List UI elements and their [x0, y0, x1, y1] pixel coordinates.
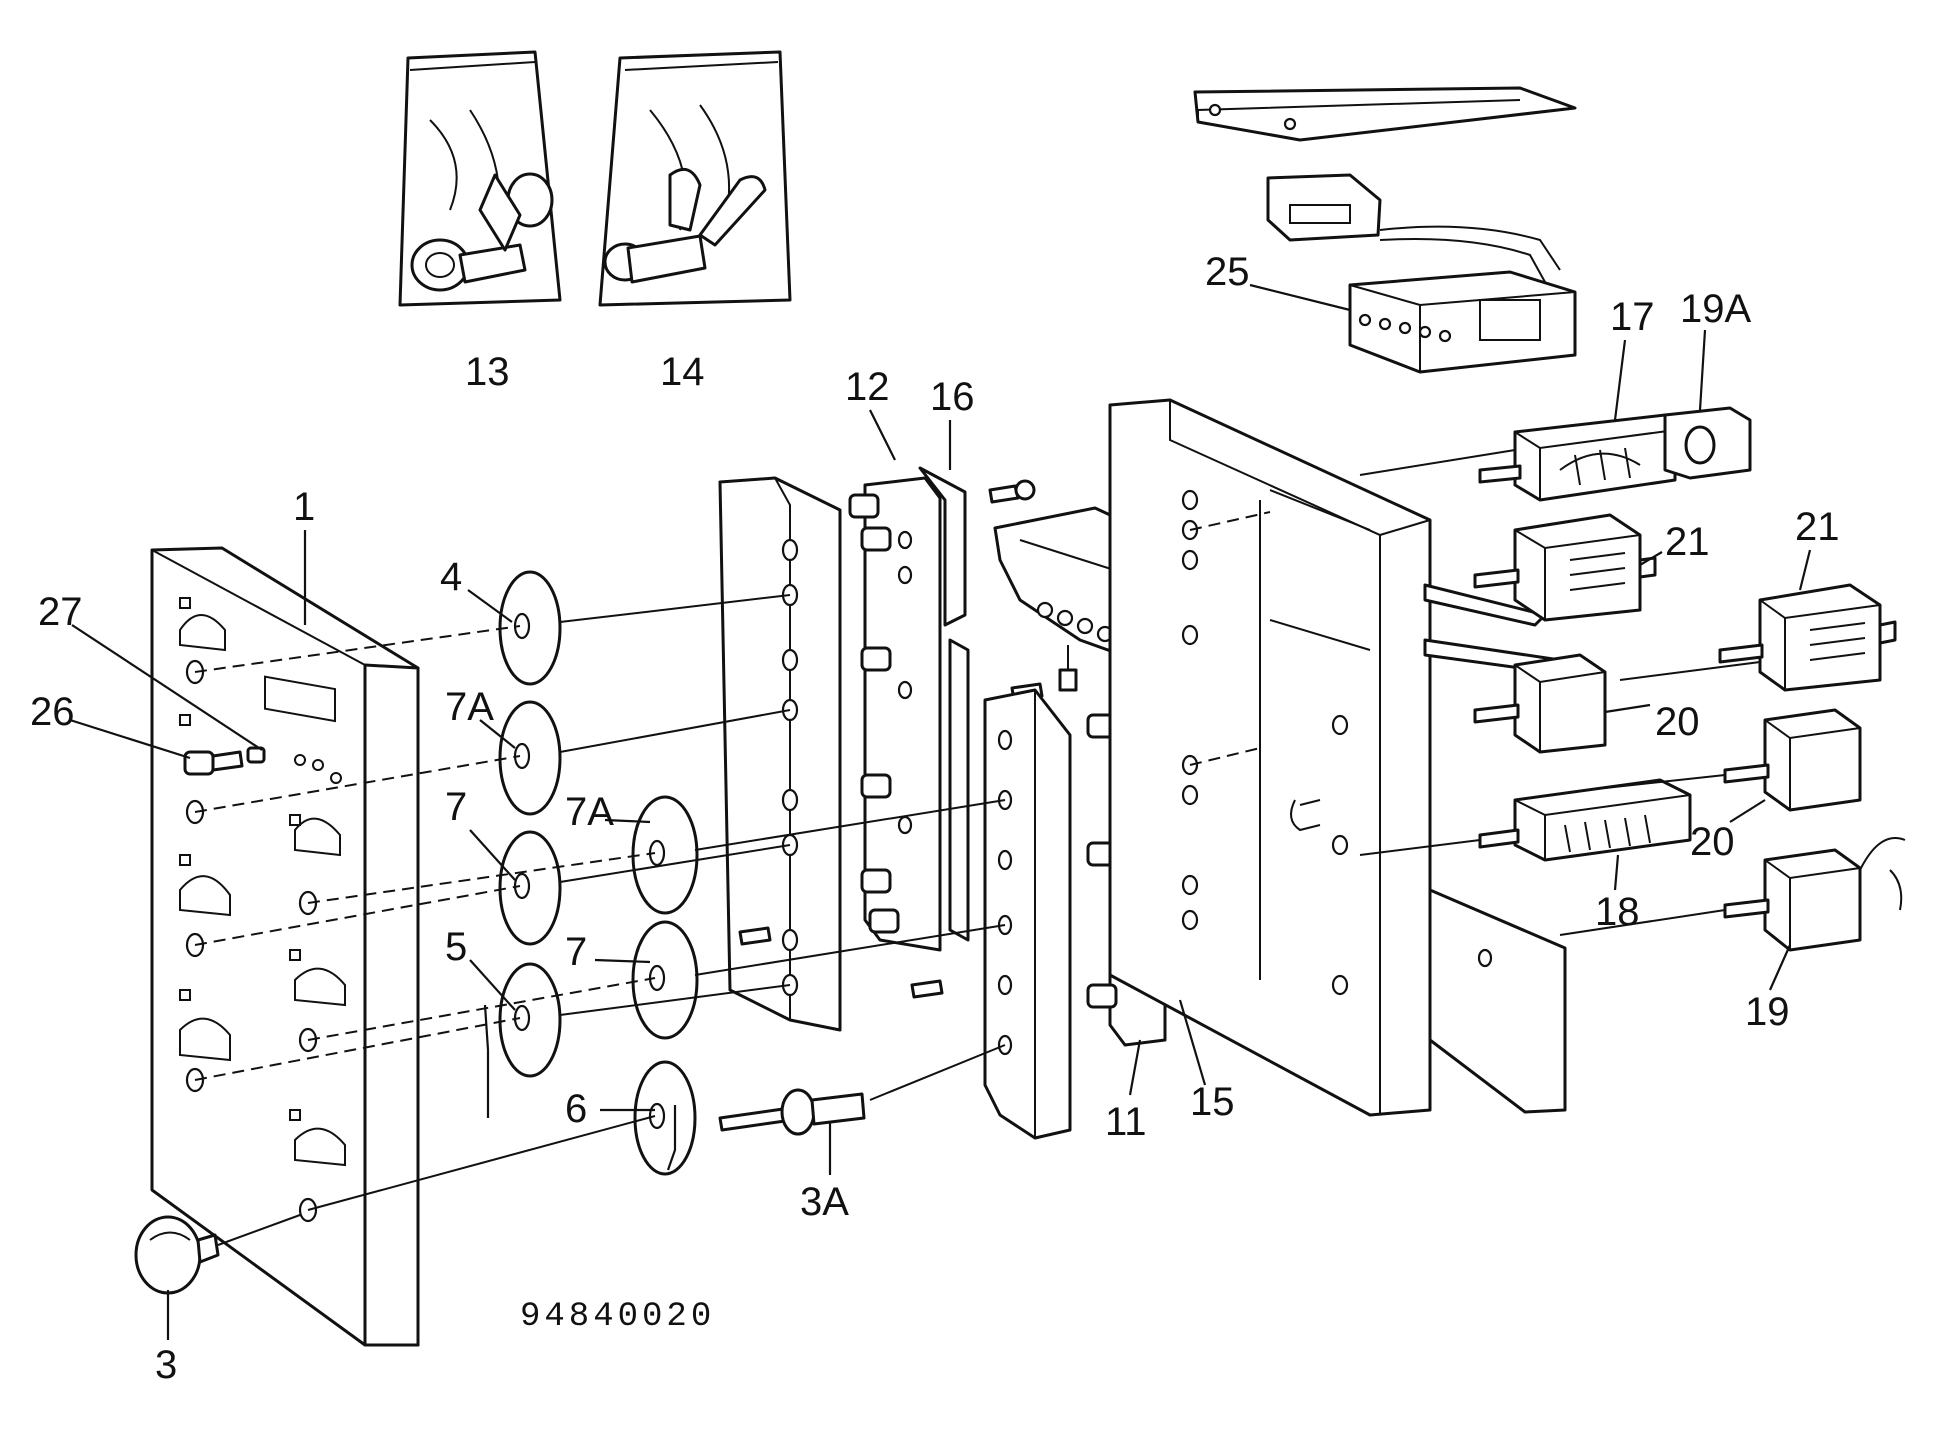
label-part-20-upper: 20 — [1655, 700, 1700, 744]
bezel-discs — [498, 570, 699, 1176]
label-part-11: 11 — [1105, 1100, 1147, 1144]
control-knob-3 — [134, 1215, 220, 1295]
insulator-16 — [918, 466, 970, 942]
label-part-19A: 19A — [1680, 287, 1751, 331]
label-part-7A-right: 7A — [565, 790, 614, 834]
label-part-20-lower: 20 — [1690, 820, 1735, 864]
control-module-25 — [1348, 270, 1577, 374]
label-part-6: 6 — [565, 1087, 587, 1131]
part-labels: 1 27 26 4 7A 7 7A 5 7 6 3A 3 13 14 12 16… — [30, 250, 1840, 1387]
regulator-19A — [1663, 406, 1752, 480]
label-part-7-left: 7 — [445, 785, 467, 829]
label-part-21-left: 21 — [1665, 520, 1710, 564]
label-part-1: 1 — [293, 485, 315, 529]
alignment-lines — [194, 449, 1761, 1246]
cover-plate — [1193, 86, 1577, 142]
label-part-4: 4 — [440, 555, 462, 599]
bracket-rail-right — [983, 688, 1072, 1140]
control-panel-1 — [150, 546, 420, 1347]
label-part-5: 5 — [445, 925, 467, 969]
label-part-15: 15 — [1190, 1080, 1235, 1124]
label-part-12: 12 — [845, 365, 890, 409]
switch-20-lower — [1723, 708, 1862, 812]
label-part-17: 17 — [1610, 295, 1655, 339]
label-part-3: 3 — [155, 1343, 177, 1387]
label-part-16: 16 — [930, 375, 975, 419]
callout-leaders — [69, 283, 1812, 1340]
inset-part-14 — [598, 50, 792, 307]
spindle-3A — [718, 1088, 866, 1136]
switch-17 — [1478, 413, 1677, 502]
label-part-26: 26 — [30, 690, 75, 734]
drawing-number: 94840020 — [520, 1298, 715, 1336]
push-button-26 — [183, 750, 244, 776]
label-part-3A: 3A — [800, 1180, 849, 1224]
label-part-25: 25 — [1205, 250, 1250, 294]
display-unit — [1266, 173, 1561, 283]
label-part-19: 19 — [1745, 990, 1790, 1034]
label-part-7A-left: 7A — [445, 685, 494, 729]
bracket-rail-left — [718, 476, 842, 1032]
switch-strip-12 — [848, 476, 942, 952]
label-part-27: 27 — [38, 590, 83, 634]
inset-part-13 — [398, 50, 562, 307]
label-part-14: 14 — [660, 350, 705, 394]
label-part-13: 13 — [465, 350, 510, 394]
switch-20-upper — [1473, 653, 1607, 754]
rear-circuit-board — [1428, 888, 1567, 1114]
thermostat-19 — [1723, 837, 1906, 952]
spring-27 — [246, 746, 266, 764]
label-part-7-right: 7 — [565, 930, 587, 974]
label-part-18: 18 — [1595, 890, 1640, 934]
switch-21-left — [1473, 513, 1657, 622]
switch-21-right — [1718, 583, 1897, 692]
label-part-21-right: 21 — [1795, 505, 1840, 549]
switch-18 — [1478, 778, 1692, 862]
